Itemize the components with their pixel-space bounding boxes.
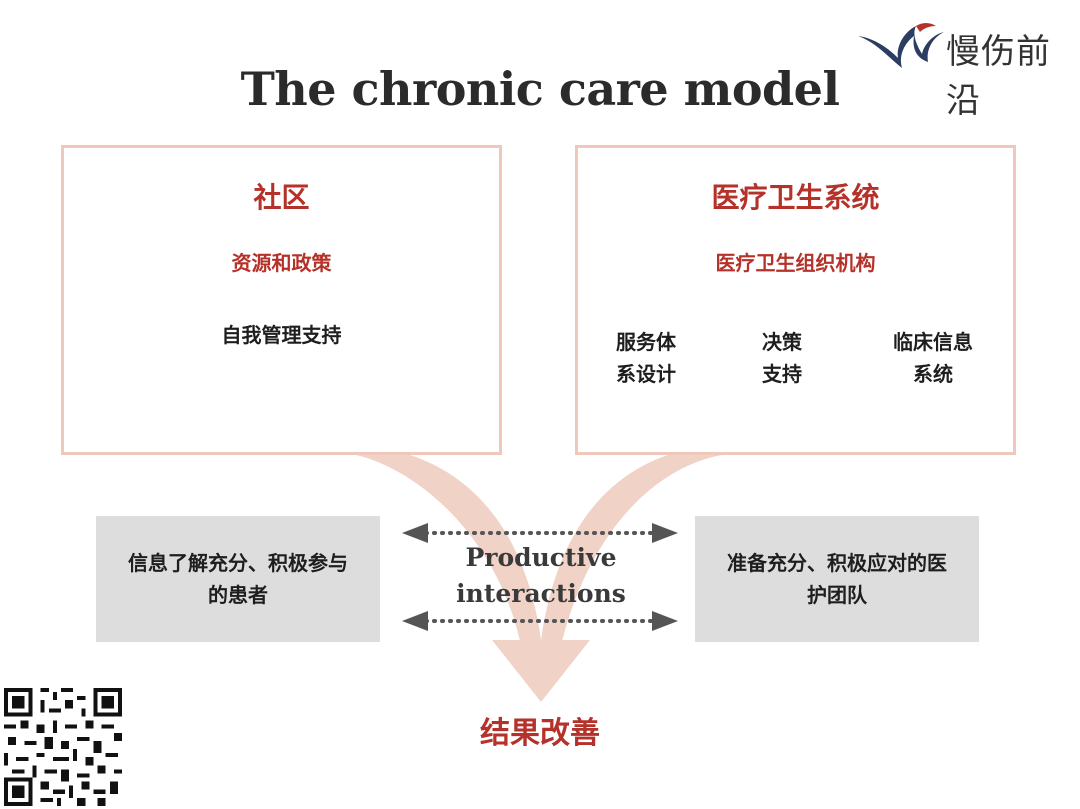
- community-subheading: 资源和政策: [231, 251, 332, 275]
- brand-logo: 慢伤前沿: [856, 14, 1076, 121]
- patient-line-2: 的患者: [208, 583, 268, 607]
- converging-arrow-body: [356, 455, 722, 650]
- logo-mark-icon: [858, 23, 944, 68]
- prepared-team-box: 准备充分、积极应对的医 护团队: [695, 516, 979, 642]
- productive-interactions-label: Productive interactions: [456, 543, 626, 608]
- converging-arrow-head: [492, 640, 590, 702]
- clinical-info-system-item: 临床信息 系统: [893, 330, 973, 386]
- informed-patient-box: 信息了解充分、积极参与 的患者: [96, 516, 380, 642]
- service-design-item: 服务体 系设计: [616, 330, 676, 386]
- team-line-1: 准备充分、积极应对的医: [727, 551, 947, 575]
- community-heading: 社区: [253, 181, 310, 214]
- patient-line-1: 信息了解充分、积极参与: [128, 551, 348, 575]
- team-line-2: 护团队: [807, 583, 867, 607]
- page-title: The chronic care model: [240, 62, 840, 116]
- health-system-box: 医疗卫生系统 医疗卫生组织机构 服务体 系设计 决策 支持 临床信息 系统: [575, 145, 1016, 455]
- logo-text: 慢伤前沿: [946, 32, 1051, 121]
- top-double-arrow-icon: [402, 523, 678, 543]
- community-box: 社区 资源和政策 自我管理支持: [61, 145, 502, 455]
- bottom-double-arrow-icon: [402, 611, 678, 631]
- decision-support-item: 决策 支持: [762, 330, 802, 386]
- interaction-arrows: [402, 523, 678, 631]
- self-management-support: 自我管理支持: [221, 323, 342, 347]
- qr-code-icon: [4, 688, 122, 806]
- health-system-subheading: 医疗卫生组织机构: [715, 251, 876, 275]
- health-system-heading: 医疗卫生系统: [711, 181, 880, 214]
- improved-outcomes-label: 结果改善: [480, 716, 600, 751]
